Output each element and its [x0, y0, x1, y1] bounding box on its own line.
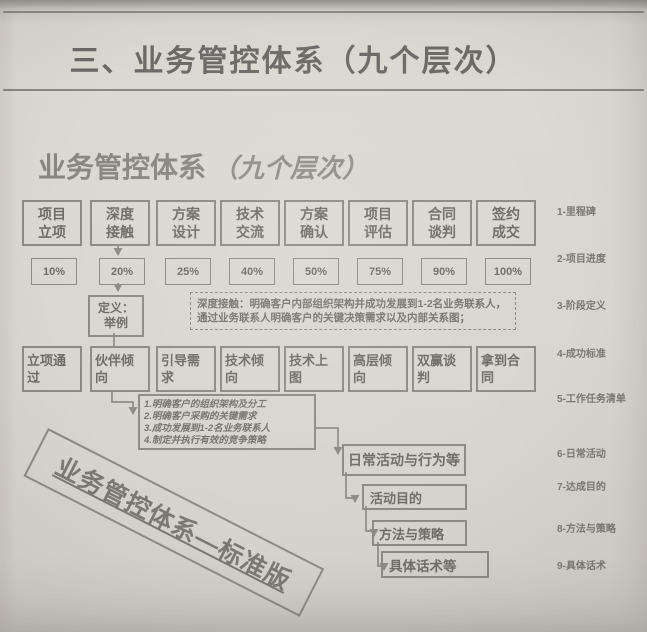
criteria-box-technical-preference: 技术倾向 [220, 346, 280, 392]
level-label-7-achieve-purpose: 7-达成目的 [557, 482, 606, 493]
stage-box-project-evaluation: 项目评估 [348, 200, 408, 246]
stage-box-contract-negotiation: 合同谈判 [412, 200, 472, 246]
progress-box-40: 40% [229, 258, 275, 285]
criteria-box-technical-shortlist: 技术上图 [284, 346, 344, 392]
level-label-3-stage-definition: 3-阶段定义 [557, 301, 606, 312]
task-list-box: 1.明确客户的组织架构及分工 2.明确客户采购的关键需求 3.成功发展到1-2名… [138, 394, 316, 450]
progress-box-20: 20% [99, 258, 145, 285]
stage-box-deep-contact: 深度接触 [90, 200, 150, 246]
level-label-9-specific-scripts: 9-具体话术 [557, 561, 606, 572]
level-label-4-success-criteria: 4-成功标准 [557, 349, 606, 360]
header-top-rule [3, 11, 644, 13]
level-label-5-task-checklist: 5-工作任务清单 [557, 394, 626, 405]
slide-title-text: 业务管控体系 [38, 152, 207, 183]
rotated-banner-standard-version: 业务管控体系—标准版 [23, 428, 325, 617]
level-label-8-methods-strategy: 8-方法与策略 [557, 524, 616, 535]
definition-line2: 举例 [103, 316, 128, 330]
criteria-box-partner-preference: 伙伴倾向 [90, 346, 150, 392]
cascade-box-specific-scripts: 具体话术等 [381, 551, 489, 578]
task-item-2: 2.明确客户采购的关键需求 [144, 411, 257, 422]
stage-box-project-initiation: 项目立项 [22, 200, 82, 246]
level-label-6-daily-activities: 6-日常活动 [557, 449, 606, 460]
cascade-box-daily-activities: 日常活动与行为等 [342, 444, 466, 476]
header-bottom-rule [3, 89, 644, 91]
criteria-box-executive-preference: 高层倾向 [348, 346, 408, 392]
stage-box-signing-deal: 签约成交 [476, 200, 536, 246]
task-item-4: 4.制定并执行有效的竞争策略 [144, 435, 266, 446]
stage-definition-annotation: 深度接触：明确客户内部组织架构并成功发展到1-2名业务联系人，通过业务联系人明确… [190, 292, 516, 330]
progress-box-100: 100% [485, 258, 531, 285]
stage-box-solution-confirm: 方案确认 [284, 200, 344, 246]
progress-box-50: 50% [293, 258, 339, 285]
criteria-box-winwin-negotiation: 双赢谈判 [412, 346, 472, 392]
progress-box-75: 75% [357, 258, 403, 285]
progress-box-10: 10% [31, 258, 77, 285]
slide-title-suffix: （九个层次） [212, 153, 369, 183]
criteria-box-approval-passed: 立项通过 [22, 346, 82, 392]
task-item-1: 1.明确客户的组织架构及分工 [144, 399, 266, 410]
stage-box-technical-exchange: 技术交流 [220, 200, 280, 246]
criteria-box-guide-demand: 引导需求 [156, 346, 216, 392]
slide-title: 业务管控体系（九个层次） [38, 146, 368, 186]
definition-line1: 定义： [97, 301, 134, 315]
page-title: 三、业务管控体系（九个层次） [69, 45, 518, 78]
level-label-1-milestone: 1-里程碑 [557, 207, 596, 218]
criteria-box-get-contract: 拿到合同 [476, 346, 536, 392]
cascade-box-activity-purpose: 活动目的 [362, 484, 467, 510]
progress-box-25: 25% [165, 258, 211, 285]
definition-example-box: 定义： 举例 [88, 295, 144, 337]
level-label-2-project-progress: 2-项目进度 [557, 254, 606, 265]
progress-box-90: 90% [421, 258, 467, 285]
stage-box-solution-design: 方案设计 [156, 200, 216, 246]
cascade-box-methods-strategy: 方法与策略 [372, 520, 467, 546]
task-item-3: 3.成功发展到1-2名业务联系人 [144, 423, 271, 434]
